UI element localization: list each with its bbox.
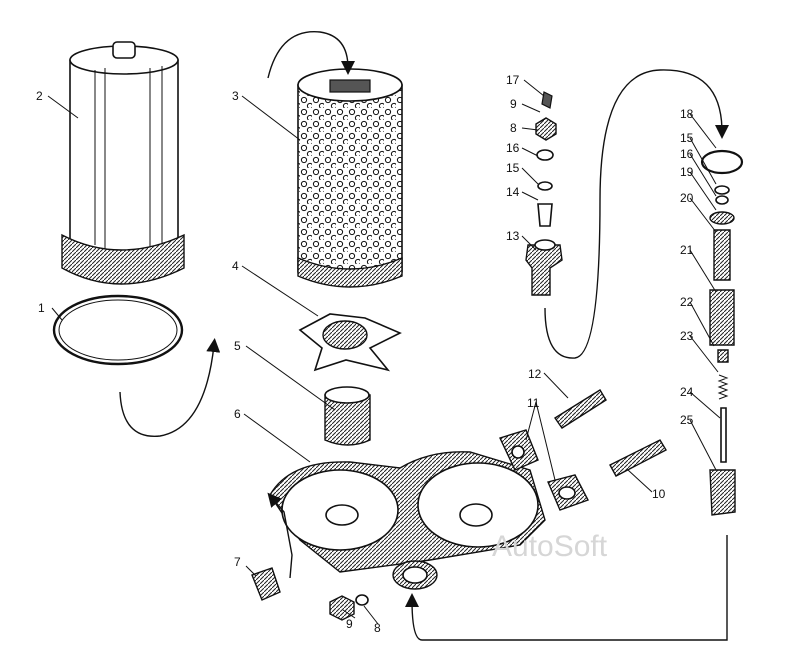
callout-4: 4 xyxy=(232,259,239,273)
callout-15-left: 15 xyxy=(506,161,520,175)
part-1-o-ring xyxy=(52,294,184,366)
callout-8-top: 8 xyxy=(510,121,517,135)
callout-16-right: 16 xyxy=(680,147,694,161)
callout-20: 20 xyxy=(680,191,694,205)
callout-8-bottom: 8 xyxy=(374,621,381,635)
part-9-nut xyxy=(329,595,355,621)
part-8-washer xyxy=(355,594,369,606)
watermark: AutoSoft xyxy=(492,530,608,563)
part-10-stud xyxy=(609,439,667,477)
callout-labels: 2 1 3 4 5 6 7 9 8 10 11 12 13 14 15 16 8… xyxy=(36,73,694,635)
leader-lines xyxy=(47,79,721,625)
part-5-center-tube xyxy=(324,386,371,446)
callout-1: 1 xyxy=(38,301,45,315)
right-parts-stack xyxy=(700,149,744,516)
small-parts-stack xyxy=(525,91,563,296)
part-7-plug xyxy=(251,567,281,601)
callout-24: 24 xyxy=(680,385,694,399)
part-2-filter-housing xyxy=(61,41,185,285)
callout-18: 18 xyxy=(680,107,694,121)
callout-6: 6 xyxy=(234,407,241,421)
part-12-stud xyxy=(554,389,607,429)
callout-2: 2 xyxy=(36,89,43,103)
callout-19: 19 xyxy=(680,165,694,179)
callout-12: 12 xyxy=(528,367,542,381)
callout-5: 5 xyxy=(234,339,241,353)
flow-arrows xyxy=(119,31,729,641)
part-6-filter-base xyxy=(269,451,546,590)
callout-9-top: 9 xyxy=(510,97,517,111)
part-4-spring-plate xyxy=(298,313,402,372)
callout-25: 25 xyxy=(680,413,694,427)
part-11-gaskets xyxy=(499,429,589,511)
callout-13: 13 xyxy=(506,229,520,243)
part-3-filter-element xyxy=(297,68,403,288)
callout-7: 7 xyxy=(234,555,241,569)
callout-22: 22 xyxy=(680,295,694,309)
callout-11: 11 xyxy=(527,396,540,410)
callout-23: 23 xyxy=(680,329,694,343)
callout-14: 14 xyxy=(506,185,520,199)
callout-16-left: 16 xyxy=(506,141,520,155)
callout-21: 21 xyxy=(680,243,694,257)
callout-3: 3 xyxy=(232,89,239,103)
callout-15-right: 15 xyxy=(680,131,694,145)
callout-9-bottom: 9 xyxy=(346,617,353,631)
callout-10: 10 xyxy=(652,487,666,501)
callout-17: 17 xyxy=(506,73,520,87)
